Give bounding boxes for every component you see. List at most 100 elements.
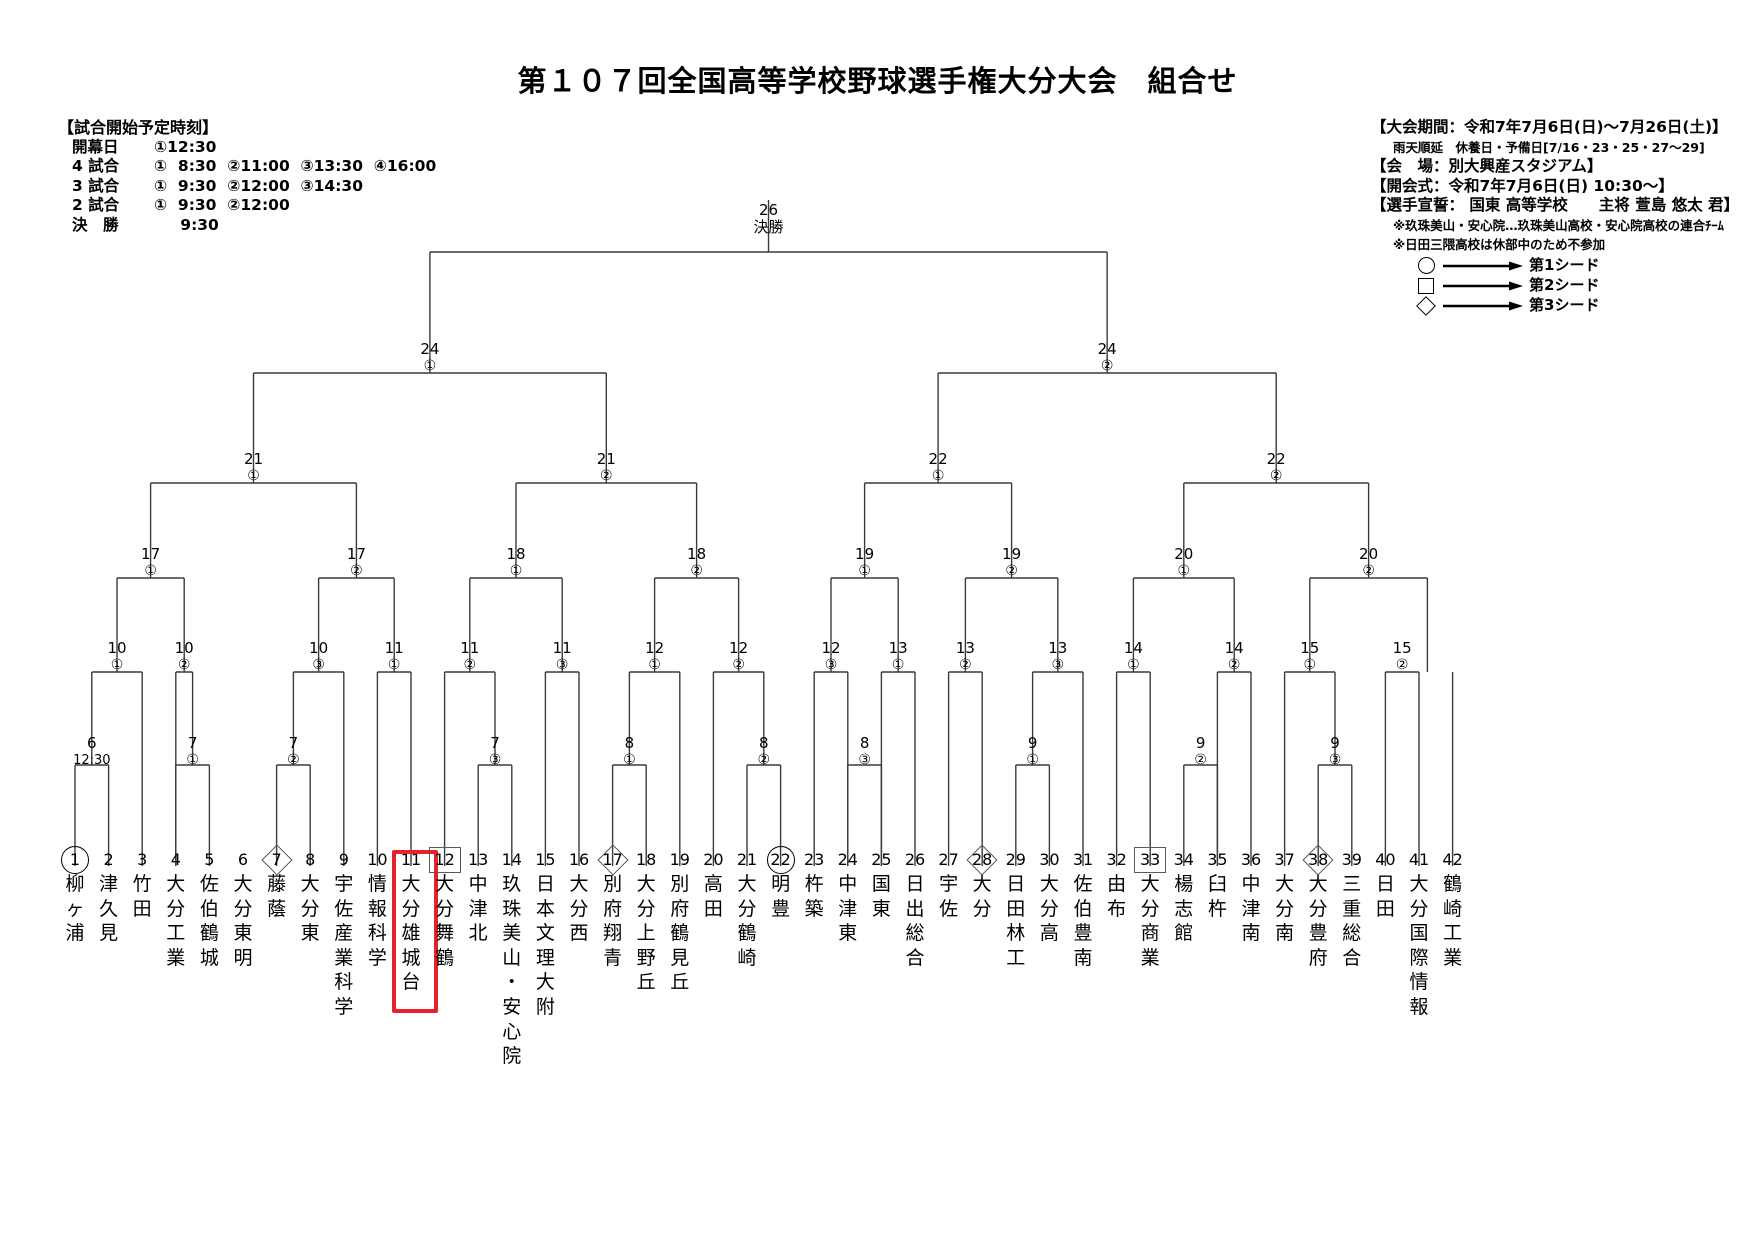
team-number-wrap: 13 [461,848,495,872]
team-number-wrap: 14 [495,848,529,872]
team-name: 大分舞鶴 [435,873,455,969]
team-number-wrap: 2 [92,848,126,872]
node-day: 6 [87,734,97,752]
node-game: ③ [824,657,838,673]
team-number-wrap: 1 [58,846,92,874]
team-name: 国東 [871,873,891,920]
game-start-times-heading: 【試合開始予定時刻】 [58,118,219,137]
node-day: 7 [490,734,500,752]
team-number: 12 [428,847,461,873]
legend-label: 第1シード [1529,255,1600,274]
team-number-wrap: 6 [226,848,260,872]
venue: 【会 場：別大興産スタジアム】 [1371,157,1603,175]
node-day: 7 [187,734,198,752]
team-number: 24 [837,850,858,869]
node-day: 19 [1002,545,1022,563]
team-number: 7 [271,850,282,869]
seed-legend: 第1シード 第2シード 第3シード [1371,256,1739,316]
team-name: 大分国際情報 [1409,873,1429,1018]
node-game: ② [177,657,191,673]
node-game: ② [1227,657,1241,673]
node-game: ② [350,563,363,579]
arrow-icon [1443,261,1529,271]
team-name: 宇佐 [939,873,959,920]
node-day: 18 [687,545,707,563]
tournament-info-block: 【大会期間：令和7年7月6日(日)〜7月26日(土)】 雨天順延 休養日・予備日… [1371,118,1739,316]
team-name: 鶴崎工業 [1443,873,1463,969]
team-number: 26 [904,850,926,869]
node-day: 10 [309,639,329,657]
time-row: 開幕日 ①12:30 [72,138,436,158]
legend-label: 第2シード [1529,275,1600,294]
team-number: 4 [170,850,181,869]
time-row: 決 勝 9:30 [72,216,436,236]
team-number-wrap: 10 [360,848,394,872]
player-oath: 【選手宣誓： 国東 高等学校 主将 萱島 悠太 君】 [1371,196,1739,214]
team-name: 由布 [1107,873,1127,920]
node-game: ② [1100,358,1114,374]
node-game: 決勝 [753,218,784,236]
team-name: 楊志館 [1174,873,1194,945]
team-number-wrap: 27 [932,848,966,872]
team-number: 14 [501,850,522,869]
team-name: 津久見 [99,873,119,945]
team-number-wrap: 38 [1301,848,1335,872]
time-row-value: ①12:30 [154,137,217,156]
node-game: ③ [858,752,871,768]
node-game: ① [110,657,124,673]
team-name: 高田 [703,873,723,920]
